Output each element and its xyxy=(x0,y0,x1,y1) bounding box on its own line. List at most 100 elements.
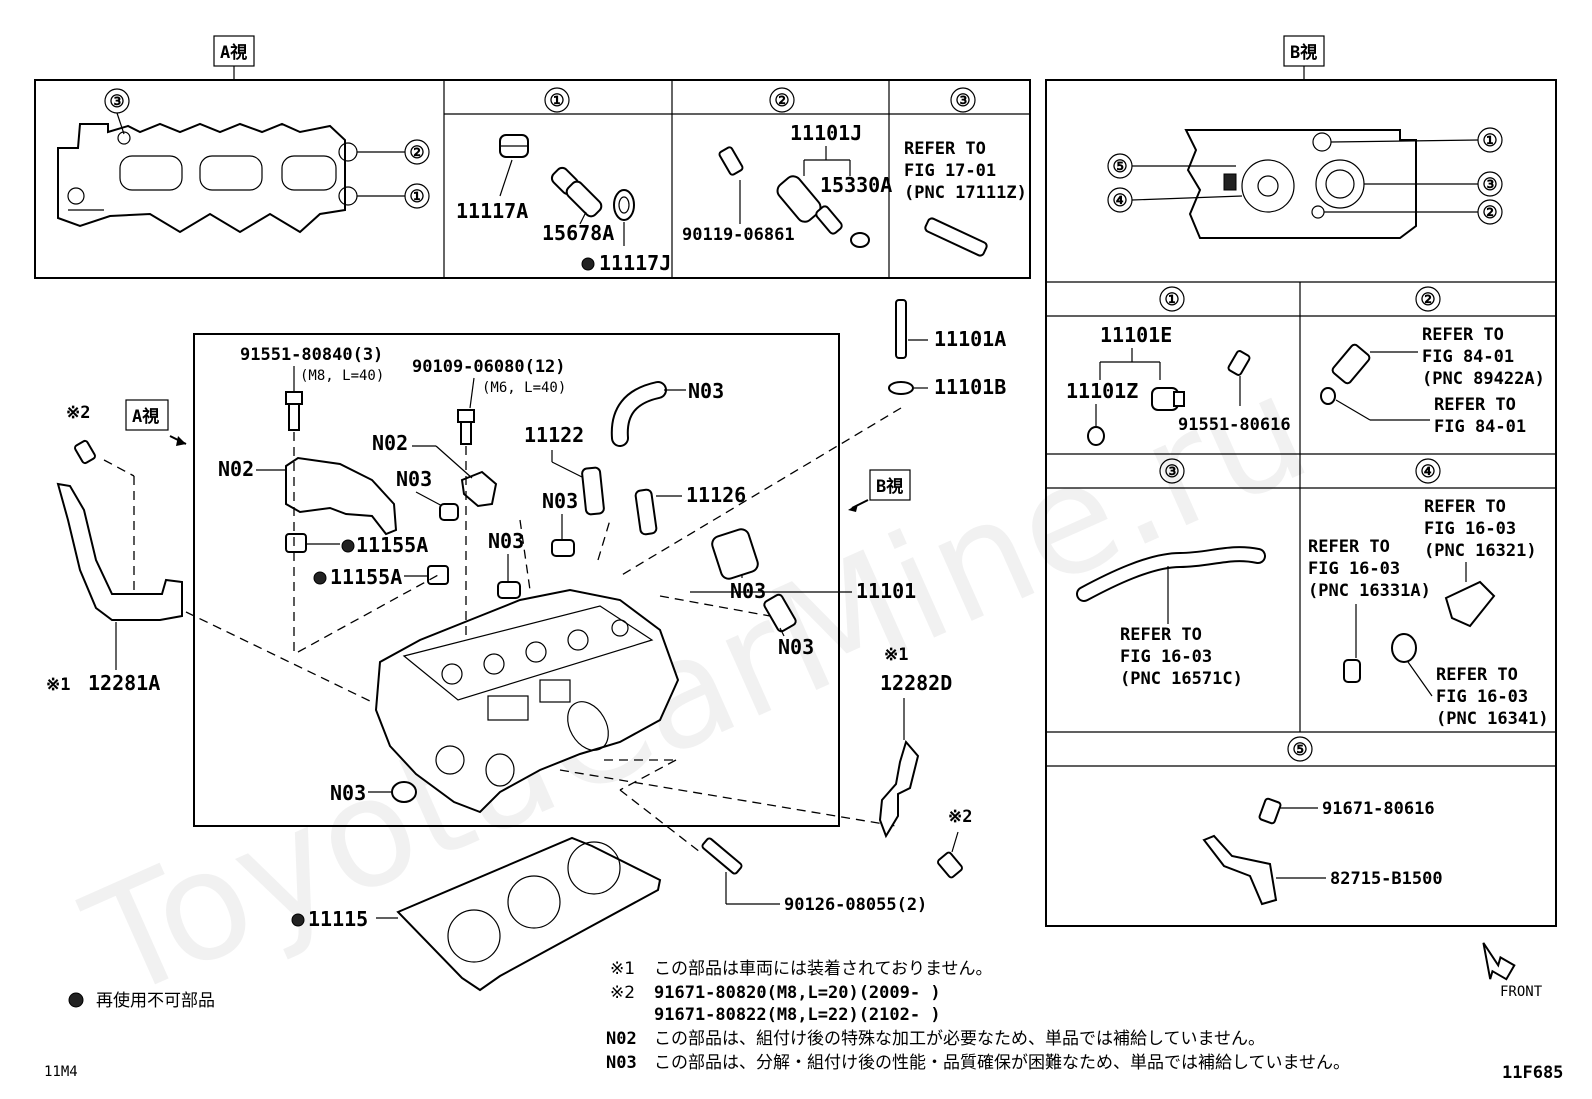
head-gasket-11115 xyxy=(396,836,662,992)
b-sub2-refer-a-2: FIG 84-01 xyxy=(1422,347,1514,367)
note2-line2: 91671-80822(M8,L=22)(2102- ) xyxy=(654,1005,941,1025)
bolt-91551-80840: 91551-80840(3) xyxy=(240,345,383,365)
a-callout-3: ③ xyxy=(109,92,124,112)
label-N03-pipe: N03 xyxy=(688,379,724,403)
b-sub5-header: ⑤ xyxy=(1292,740,1307,760)
b-sub5-bolt xyxy=(1258,797,1282,825)
part-12281A: 12281A xyxy=(88,671,160,695)
front-indicator: FRONT xyxy=(1482,942,1543,1000)
mark-1-right: ※1 xyxy=(884,645,908,665)
a-sub3-refer-1: REFER TO xyxy=(904,139,986,159)
bolt-90109-06080: 90109-06080(12) xyxy=(412,357,566,377)
water-pipe-N03 xyxy=(612,383,665,445)
note4-mark: N03 xyxy=(606,1053,637,1073)
part-91551-80616: 91551-80616 xyxy=(1178,415,1291,435)
note3-mark: N02 xyxy=(606,1029,637,1049)
note2-mark: ※2 xyxy=(610,983,635,1003)
b-sub4-refer-a-1: REFER TO xyxy=(1424,497,1506,517)
part-90126-08055: 90126-08055(2) xyxy=(784,895,927,915)
bolt-90109-spec: (M6, L=40) xyxy=(482,380,566,396)
note1-mark: ※1 xyxy=(610,959,635,979)
stud-90126 xyxy=(701,837,743,875)
b-sub4-header: ④ xyxy=(1420,462,1435,482)
main-b-view-tag: B視 xyxy=(876,476,903,497)
footer-left-code: 11M4 xyxy=(44,1064,78,1080)
b-callout-3: ③ xyxy=(1482,175,1497,195)
stud-11101A xyxy=(895,299,907,359)
b-sub2-refer-a-3: (PNC 89422A) xyxy=(1422,369,1545,389)
part-11117A: 11117A xyxy=(456,199,528,223)
b-sub4-refer-a-3: (PNC 16321) xyxy=(1424,541,1537,561)
part-11101E: 11101E xyxy=(1100,323,1172,347)
bracket-12282D xyxy=(878,739,920,839)
label-N03-e: N03 xyxy=(778,635,814,659)
b-callout-4: ④ xyxy=(1112,191,1127,211)
part-90119-06861: 90119-06861 xyxy=(682,225,795,245)
sleeve-11126 xyxy=(634,488,658,536)
b-sub2-refer-b-2: FIG 84-01 xyxy=(1434,417,1526,437)
notes: ※1 この部品は車両には装着されておりません。 ※2 91671-80820(M… xyxy=(606,959,1350,1073)
part-11101Z: 11101Z xyxy=(1066,379,1138,403)
b-sub3-refer-2: FIG 16-03 xyxy=(1120,647,1212,667)
b-sub3-refer-3: (PNC 16571C) xyxy=(1120,669,1243,689)
b-sub4-outlet xyxy=(1444,580,1496,628)
a-view-head-drawing xyxy=(57,122,358,234)
part-11155A-1: 11155A xyxy=(356,533,428,557)
b-callout-5: ⑤ xyxy=(1112,157,1127,177)
b-sub4-plug xyxy=(1343,659,1361,683)
a-sub3-header: ③ xyxy=(955,91,970,111)
b-sub1-header: ① xyxy=(1164,290,1179,310)
a-sub1-parts-drawing xyxy=(499,134,635,221)
a-sub2-header: ② xyxy=(774,91,789,111)
b-view-tag: B視 xyxy=(1290,42,1317,63)
b-sub1-parts-drawing xyxy=(1087,350,1251,446)
b-sub4-refer-c-2: FIG 16-03 xyxy=(1436,687,1528,707)
b-sub4-refer-b-1: REFER TO xyxy=(1308,537,1390,557)
b-sub2-sensor xyxy=(1331,343,1371,385)
part-11101B: 11101B xyxy=(934,375,1006,399)
part-11155A-2: 11155A xyxy=(330,565,402,589)
b-view-head-drawing xyxy=(1184,129,1417,239)
non-reusable-mark xyxy=(581,257,595,271)
a-sub3-refer-3: (PNC 17111Z) xyxy=(904,183,1027,203)
b-sub2-refer-a-1: REFER TO xyxy=(1422,325,1504,345)
cylinder-head-11101 xyxy=(374,588,680,814)
a-view-tag: A視 xyxy=(220,42,247,63)
b-sub4-refer-b-2: FIG 16-03 xyxy=(1308,559,1400,579)
part-11126: 11126 xyxy=(686,483,746,507)
washer-11101B xyxy=(888,381,914,395)
part-15678A: 15678A xyxy=(542,221,614,245)
main-assembly-frame xyxy=(193,333,840,827)
label-N03-f: N03 xyxy=(330,781,366,805)
plug-N03-e xyxy=(763,593,797,633)
b-sub3-header: ③ xyxy=(1164,462,1179,482)
a-sub1-header: ① xyxy=(549,91,564,111)
sleeve-11122 xyxy=(581,466,605,516)
part-11122: 11122 xyxy=(524,423,584,447)
a-sub3-refer-2: FIG 17-01 xyxy=(904,161,996,181)
main-assembly: A視 B視 91551-80840(3) (M8, L=40) 90109-06… xyxy=(46,299,1006,992)
b-sub4-refer-c-3: (PNC 16341) xyxy=(1436,709,1549,729)
b-sub4-refer-a-2: FIG 16-03 xyxy=(1424,519,1516,539)
part-11101A: 11101A xyxy=(934,327,1006,351)
main-a-view-tag: A視 xyxy=(132,406,159,427)
footer-right-code: 11F685 xyxy=(1502,1063,1563,1083)
label-N03-d: N03 xyxy=(730,579,766,603)
a-sub3-stud xyxy=(924,217,988,257)
part-11101: 11101 xyxy=(856,579,916,603)
legend-text: 再使用不可部品 xyxy=(96,990,215,1011)
label-N03-a: N03 xyxy=(396,467,432,491)
part-82715-B1500: 82715-B1500 xyxy=(1330,869,1443,889)
part-12282D: 12282D xyxy=(880,671,952,695)
front-label: FRONT xyxy=(1500,984,1543,1000)
label-N03-b: N03 xyxy=(542,489,578,513)
label-N03-c: N03 xyxy=(488,529,524,553)
part-11101J: 11101J xyxy=(790,121,862,145)
mark-2-left: ※2 xyxy=(66,403,90,423)
camshaft-bearing-cap-2 xyxy=(460,470,498,508)
b-view-panel: B視 ① ③ ② ⑤ ④ ① 11101E xyxy=(1045,35,1557,927)
b-sub4-refer-b-3: (PNC 16331A) xyxy=(1308,581,1431,601)
b-sub5-bracket xyxy=(1202,834,1278,906)
part-15330A: 15330A xyxy=(820,173,892,197)
a-sub2-parts-drawing xyxy=(718,146,870,248)
